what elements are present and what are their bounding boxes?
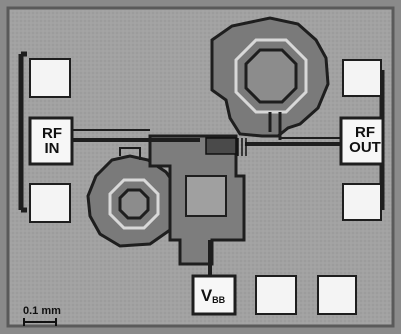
left-ground-rail	[18, 51, 27, 213]
vbb-label-main: V	[200, 286, 213, 305]
upper-inductor-outer	[234, 38, 308, 114]
rf-out-label-line1: RF	[355, 124, 375, 141]
central-square	[185, 175, 227, 217]
lower-inductor-inner	[118, 188, 150, 220]
pad-bottom-left	[29, 183, 71, 223]
upper-inductor-inner	[244, 48, 298, 104]
pad-bottom-right	[342, 183, 382, 221]
transistor	[205, 137, 237, 155]
bias-trace	[119, 147, 141, 160]
pad-top-right	[342, 59, 382, 97]
pad-top-left	[29, 58, 71, 98]
scale-bar-label: 0.1 mm	[23, 305, 61, 317]
vbb-label: VBB	[196, 287, 230, 305]
pad-bottom-1	[255, 275, 297, 315]
transistor-fingers	[237, 138, 247, 156]
scale-bar	[23, 318, 57, 326]
pad-bottom-2	[317, 275, 357, 315]
rf-in-label-line2: IN	[44, 140, 60, 157]
pad-vbb	[191, 274, 237, 316]
rf-out-label-line2: OUT	[349, 139, 381, 156]
upper-inductor-tail	[268, 112, 282, 140]
rf-in-label: RF IN	[34, 126, 70, 156]
rf-out-label: RF OUT	[345, 125, 385, 155]
vbb-label-sub: BB	[212, 295, 226, 305]
pad-rf-out	[339, 116, 385, 166]
rf-in-label-line1: RF	[42, 125, 62, 142]
pad-rf-in	[28, 116, 74, 166]
lower-inductor-outer	[108, 178, 160, 230]
